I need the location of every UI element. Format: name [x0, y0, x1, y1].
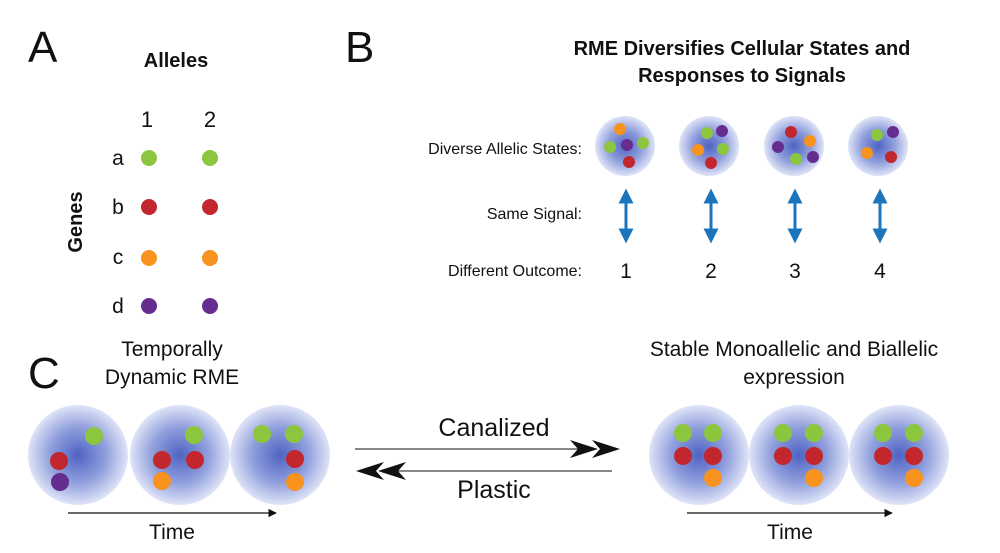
right-title-line2: expression	[743, 366, 845, 389]
stable-cell-1	[649, 405, 749, 505]
gene-letter: d	[112, 295, 124, 318]
allele-dot	[202, 298, 218, 314]
cell-state-2	[679, 116, 739, 176]
dynamic-cell-3	[230, 405, 330, 505]
cell-state-1	[595, 116, 655, 176]
panel-c-letter: C	[28, 349, 60, 398]
allele-label-1: 1	[141, 107, 153, 132]
allele-dot	[141, 298, 157, 314]
panel-b-title-line1: RME Diversifies Cellular States and	[574, 38, 911, 60]
plastic-arrowhead	[378, 462, 406, 480]
dynamic-cell-1	[28, 405, 128, 505]
allele-dot	[141, 150, 157, 166]
plastic-arrowhead	[356, 462, 384, 480]
gene-letter: b	[112, 196, 124, 219]
allele-dot	[202, 250, 218, 266]
left-title-line1: Temporally	[121, 338, 223, 361]
row-label-states: Diverse Allelic States:	[428, 141, 582, 158]
canalized-arrowhead	[570, 440, 598, 458]
cell-state-4	[848, 116, 908, 176]
left-title-line2: Dynamic RME	[105, 366, 239, 389]
outcome-4: 4	[874, 260, 886, 283]
cell-state-3	[764, 116, 824, 176]
outcome-3: 3	[789, 260, 801, 283]
alleles-title: Alleles	[144, 50, 208, 72]
outcome-1: 1	[620, 260, 632, 283]
gene-letter: c	[113, 246, 124, 269]
outcome-2: 2	[705, 260, 717, 283]
allele-label-2: 2	[204, 107, 216, 132]
genes-axis-label: Genes	[65, 191, 87, 252]
allele-dot	[141, 250, 157, 266]
canalized-arrowhead	[592, 440, 620, 458]
stable-cell-2	[749, 405, 849, 505]
dynamic-cell-2	[130, 405, 230, 505]
allele-dot	[141, 199, 157, 215]
gene-row-d: d	[112, 295, 218, 318]
stable-cell-3	[849, 405, 949, 505]
canalized-label: Canalized	[438, 414, 549, 442]
panel-a-letter: A	[28, 23, 58, 72]
time-label-left: Time	[149, 521, 195, 544]
row-label-signal: Same Signal:	[487, 206, 582, 223]
time-label-right: Time	[767, 521, 813, 544]
allele-dot	[202, 199, 218, 215]
allele-dot	[202, 150, 218, 166]
panel-b-title-line2: Responses to Signals	[638, 65, 846, 87]
row-label-outcome: Different Outcome:	[448, 263, 582, 280]
gene-row-b: b	[112, 196, 218, 219]
plastic-label: Plastic	[457, 476, 531, 504]
gene-row-a: a	[112, 147, 218, 170]
gene-row-c: c	[113, 246, 218, 269]
right-title-line1: Stable Monoallelic and Biallelic	[650, 338, 938, 361]
gene-letter: a	[112, 147, 124, 170]
panel-b-letter: B	[345, 23, 374, 72]
